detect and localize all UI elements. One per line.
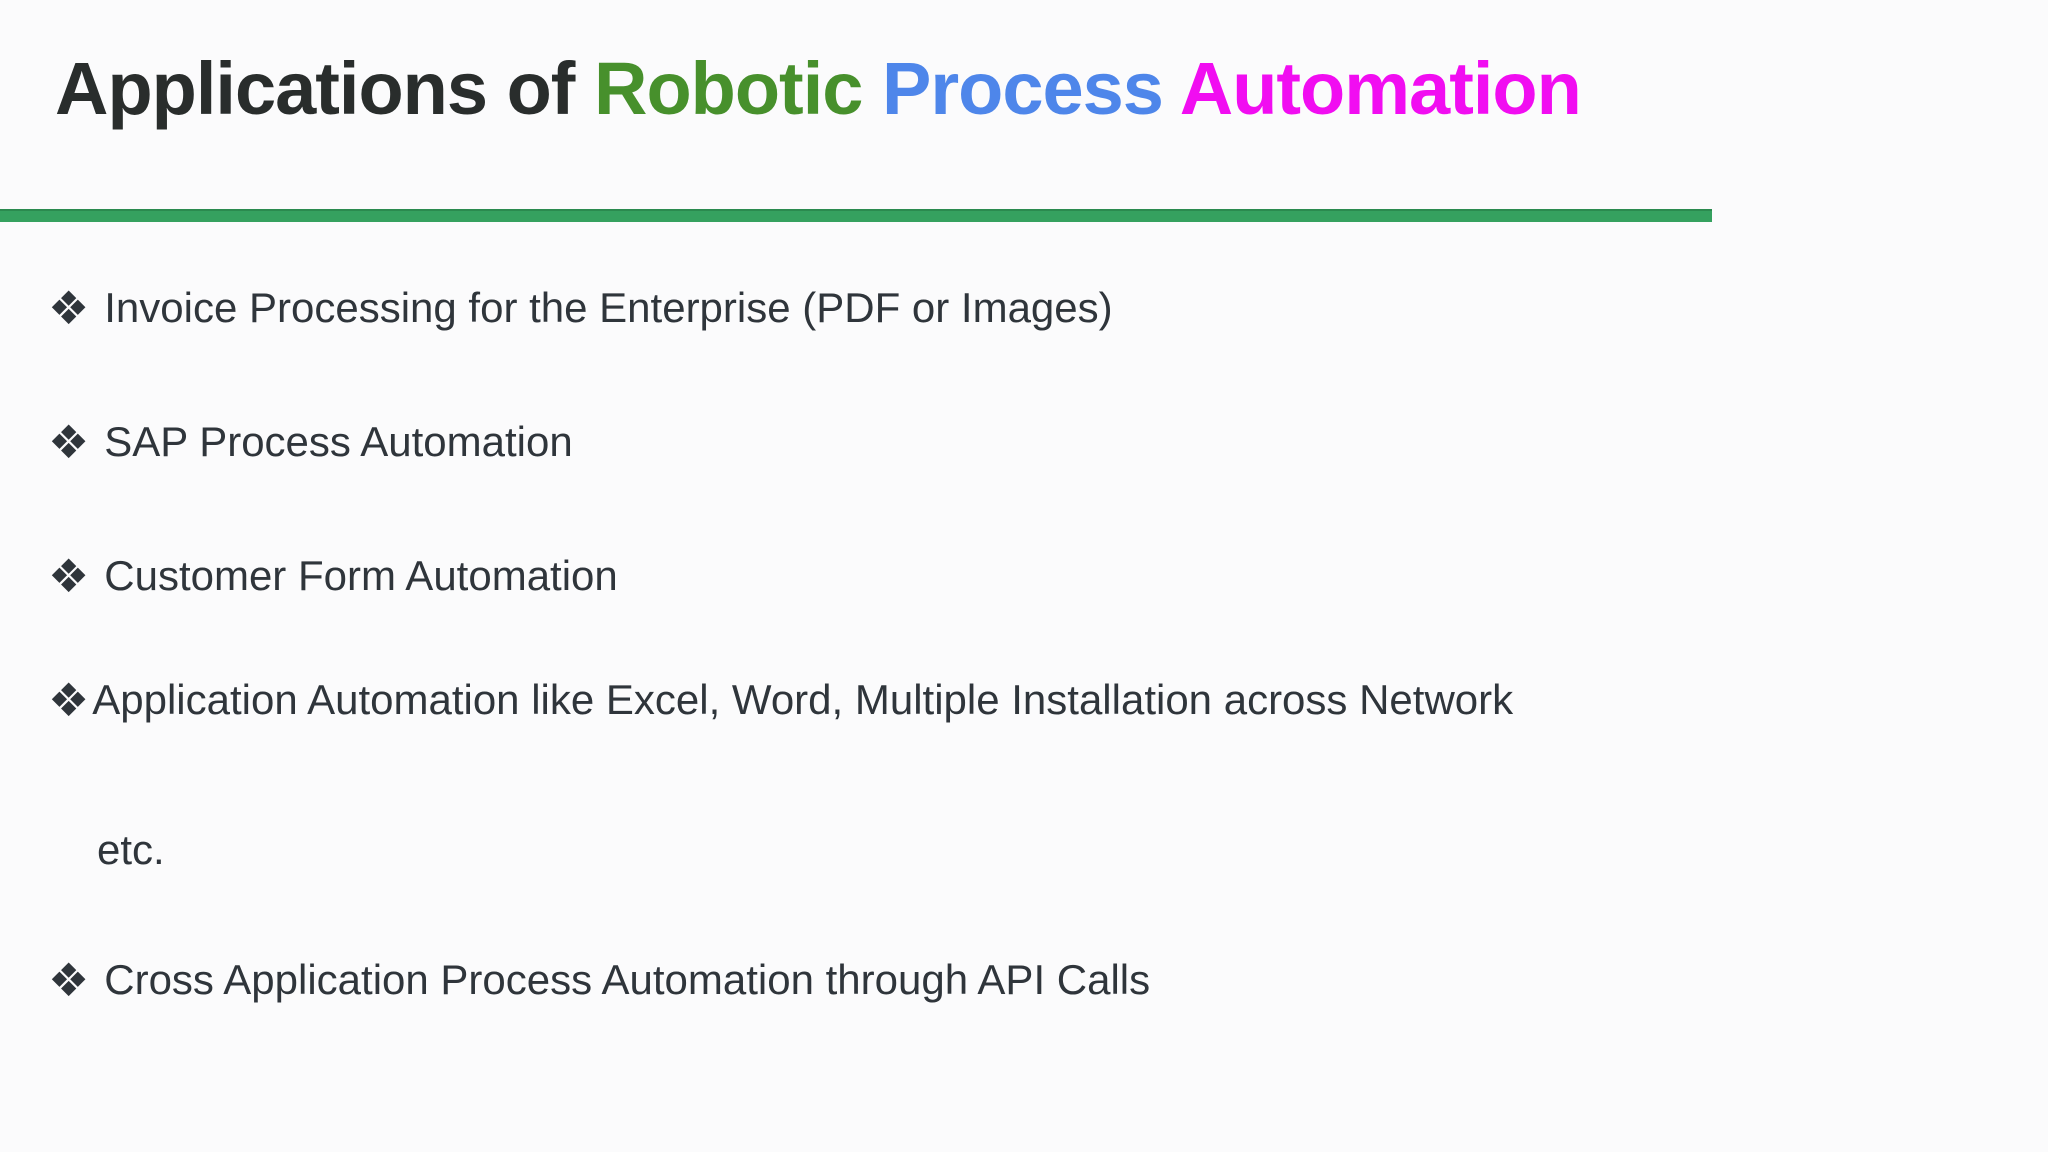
bullet-item-application-automation: ❖ Application Automation like Excel, Wor… [48,674,1513,726]
bullet-item-sap-process: ❖ SAP Process Automation [48,416,573,468]
bullet-item-invoice-processing: ❖ Invoice Processing for the Enterprise … [48,282,1113,334]
title-underline-rule [0,209,1712,222]
slide-title: Applications of Robotic Process Automati… [55,52,1582,126]
bullet-text: Cross Application Process Automation thr… [104,956,1151,1003]
diamond-bullet-icon: ❖ [48,281,90,335]
diamond-bullet-icon: ❖ [48,953,90,1007]
bullet-text: Invoice Processing for the Enterprise (P… [104,284,1113,331]
title-segment-process: Process [881,47,1180,130]
diamond-bullet-icon: ❖ [48,673,90,727]
title-segment-applications-of: Applications of [55,47,594,130]
bullet-item-customer-form: ❖ Customer Form Automation [48,550,618,602]
bullet-text: Application Automation like Excel, Word,… [92,676,1514,723]
bullet-text: SAP Process Automation [104,418,573,465]
title-segment-automation: Automation [1179,47,1582,130]
bullet-continuation-etc: etc. [97,826,165,873]
diamond-bullet-icon: ❖ [48,549,90,603]
diamond-bullet-icon: ❖ [48,415,90,469]
title-segment-robotic: Robotic [594,47,882,130]
bullet-item-cross-application: ❖ Cross Application Process Automation t… [48,954,1150,1006]
bullet-text: Customer Form Automation [104,552,618,599]
